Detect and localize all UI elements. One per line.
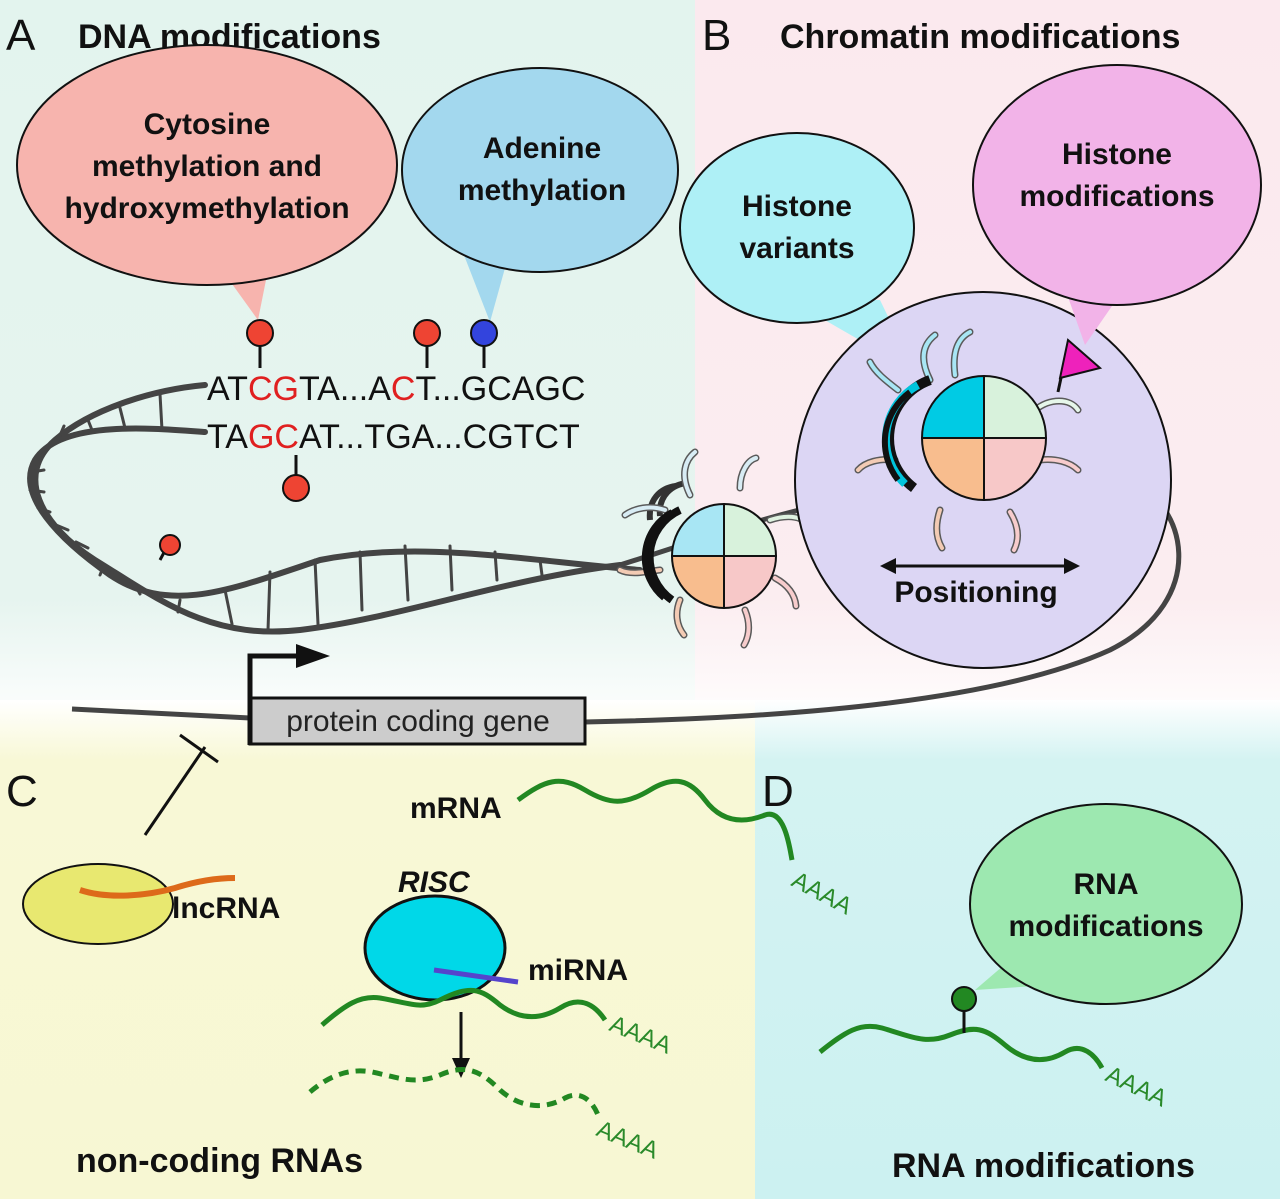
panel-c-letter: C (6, 767, 38, 816)
rna-modification-pin (951, 986, 977, 1012)
rna-modifications-line-2: modifications (1008, 910, 1203, 943)
mirna-label: miRNA (528, 954, 628, 987)
lncrna-inhibition (143, 733, 219, 836)
sequence-segment: TA (207, 418, 248, 456)
cytosine-bubble-line-1: Cytosine (144, 108, 271, 141)
risc-label: RISC (398, 866, 471, 899)
adenine-bubble: Adenine methylation (401, 67, 679, 322)
dna-helix (27, 382, 643, 635)
dna-rungs (28, 392, 544, 632)
methyl-pin-top-cg (246, 319, 274, 368)
modification-flag (1058, 338, 1103, 380)
cytosine-bubble-line-3: hydroxymethylation (64, 192, 349, 225)
panel-b-title: Chromatin modifications (780, 18, 1180, 56)
helix-methyl-pin (158, 534, 181, 561)
nucleosome-large (854, 328, 1103, 554)
panel-d-title: RNA modifications (892, 1147, 1195, 1185)
lncrna-complex: lncRNA (22, 863, 280, 945)
adenine-bubble-line-2: methylation (458, 174, 626, 207)
methyl-pin-top-adenine (470, 319, 498, 368)
histone-variants-line-1: Histone (742, 190, 852, 223)
sequence-top-strand: ATCGTA...ACT...GCAGC (207, 370, 585, 408)
histone-modifications-bubble: Histone modifications (972, 64, 1262, 345)
rna-modifications-line-1: RNA (1074, 868, 1139, 901)
sequence-segment: AT (207, 370, 248, 408)
cytosine-bubble: Cytosine methylation and hydroxymethylat… (16, 44, 398, 320)
lncrna-label: lncRNA (172, 892, 280, 925)
positioning-arrow: Positioning (880, 558, 1080, 609)
panel-d-letter: D (762, 767, 794, 816)
degraded-mrna (308, 1067, 601, 1117)
methyl-pin-top-c (413, 319, 441, 368)
histone-modifications-line-2: modifications (1019, 180, 1214, 213)
sequence-segment: T...GCAGC (415, 370, 585, 408)
sequence-segment: C (391, 370, 416, 408)
panel-a-letter: A (6, 11, 36, 60)
mrna-label: mRNA (410, 792, 502, 825)
histone-variants-bubble: Histone variants (679, 132, 915, 372)
methyl-pin-bottom-gc (282, 455, 310, 502)
histone-variants-line-2: variants (739, 232, 854, 265)
sequence-segment: TA...A (299, 370, 391, 408)
sequence-segment: GC (248, 418, 299, 456)
sequence-segment: CG (248, 370, 299, 408)
protein-coding-gene-label: protein coding gene (286, 705, 550, 738)
histone-modifications-line-1: Histone (1062, 138, 1172, 171)
positioning-label: Positioning (894, 576, 1057, 609)
panel-b-letter: B (702, 11, 731, 60)
adenine-bubble-line-1: Adenine (483, 132, 601, 165)
panel-c-title: non-coding RNAs (76, 1142, 363, 1180)
cytosine-bubble-line-2: methylation and (92, 150, 322, 183)
sequence-bottom-strand: TAGCAT...TGA...CGTCT (207, 418, 580, 456)
nucleosome-small (616, 448, 814, 649)
rna-modifications-bubble: RNA modifications (969, 803, 1243, 1005)
transcription-start-arrow (296, 644, 330, 668)
sequence-segment: AT...TGA...CGTCT (299, 418, 580, 456)
